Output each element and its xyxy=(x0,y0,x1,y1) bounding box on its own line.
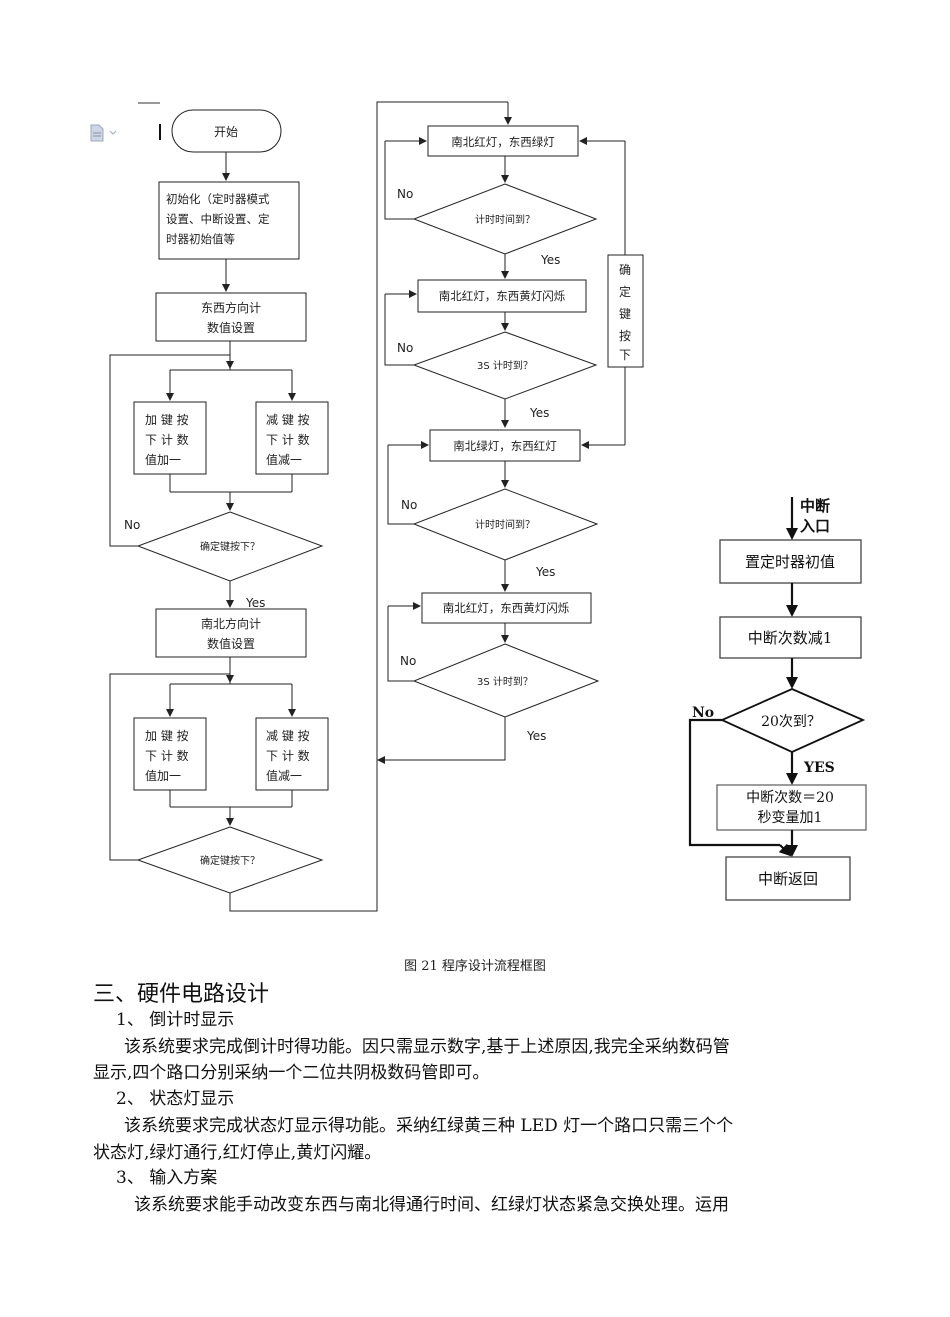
init-box xyxy=(158,181,300,260)
item-3-line-1: 该系统要求能手动改变东西与南北得通行时间、红绿灯状态紧急交换处理。运用 xyxy=(134,1195,729,1215)
confirm-side-1: 确 xyxy=(619,263,631,277)
interrupt-yes-label: YES xyxy=(803,760,835,776)
item-3-heading: 3、 输入方案 xyxy=(116,1168,218,1188)
no-label-5: No xyxy=(400,654,416,668)
figure-caption: 图 21 程序设计流程框图 xyxy=(404,959,546,974)
section-heading: 三、硬件电路设计 xyxy=(93,982,270,1007)
state2-label: 南北红灯，东西黄灯闪烁 xyxy=(439,289,566,303)
state1-label: 南北红灯，东西绿灯 xyxy=(451,135,555,149)
interrupt-return-label: 中断返回 xyxy=(758,870,818,888)
interrupt-reset-box xyxy=(716,784,867,831)
init-line-3: 时器初始值等 xyxy=(166,232,235,246)
add-key-2-line-2: 下 计 数 xyxy=(145,748,189,763)
init-line-1: 初始化（定时器模式 xyxy=(166,192,270,206)
init-line-2: 设置、中断设置、定 xyxy=(166,212,270,226)
no-label-2: No xyxy=(397,187,413,201)
item-2-line-2: 状态灯,绿灯通行,红灯停止,黄灯闪耀。 xyxy=(93,1143,382,1163)
no-label-3: No xyxy=(397,341,413,355)
yes-label-4: Yes xyxy=(535,565,555,579)
ns-setting-line-2: 数值设置 xyxy=(207,636,255,651)
interrupt-no-label: No xyxy=(692,705,714,721)
timeup-q-2: 计时时间到？ xyxy=(475,518,535,531)
sub-key-2-line-3: 值减一 xyxy=(266,768,302,783)
ew-setting-line-2: 数值设置 xyxy=(207,320,255,335)
add-key-2-line-3: 值加一 xyxy=(145,768,181,783)
sub-key-box-2 xyxy=(255,717,329,791)
program-flowchart: 开始 初始化（定时器模式 设置、中断设置、定 时器初始值等 东西方向计 数值设置… xyxy=(109,101,867,912)
item-2-line-1: 该系统要求完成状态灯显示得功能。采纳红绿黄三种 LED 灯一个路口只需三个个 xyxy=(124,1116,734,1136)
interrupt-q-label: 20次到？ xyxy=(761,714,821,730)
yes-label-5: Yes xyxy=(526,729,546,743)
no-label-1: No xyxy=(124,518,140,532)
ns-setting-line-1: 南北方向计 xyxy=(201,616,261,631)
yes-label-3: Yes xyxy=(529,406,549,420)
state4-label: 南北红灯，东西黄灯闪烁 xyxy=(443,601,570,615)
item-1-heading: 1、 倒计时显示 xyxy=(116,1010,235,1030)
sub-key-2-line-2: 下 计 数 xyxy=(266,748,310,763)
interrupt-dec-label: 中断次数减1 xyxy=(748,629,833,647)
confirm-q-1: 确定键按下？ xyxy=(200,540,260,553)
confirm-q-2: 确定键按下？ xyxy=(200,854,260,867)
three-s-q-1: 3S 计时到？ xyxy=(477,359,533,372)
no-label-4: No xyxy=(401,498,417,512)
sub-key-2-line-1: 减 键 按 xyxy=(266,729,310,743)
interrupt-entry-1: 中断 xyxy=(800,497,830,515)
ew-setting-box xyxy=(155,292,307,342)
confirm-side-4: 按 xyxy=(619,329,631,343)
interrupt-set-init-label: 置定时器初值 xyxy=(745,553,835,571)
state2-box xyxy=(417,279,587,313)
add-key-1-line-3: 值加一 xyxy=(145,452,181,467)
item-2-heading: 2、 状态灯显示 xyxy=(116,1089,235,1109)
sub-key-1-line-3: 值减一 xyxy=(266,452,302,467)
add-key-1-line-1: 加 键 按 xyxy=(145,413,189,427)
interrupt-reset-line-1: 中断次数＝20 xyxy=(746,790,834,806)
yes-label-1: Yes xyxy=(245,596,265,610)
three-s-q-2: 3S 计时到？ xyxy=(477,675,533,688)
state1-box xyxy=(427,125,579,157)
timeup-q-1: 计时时间到？ xyxy=(475,213,535,226)
sub-key-1-line-2: 下 计 数 xyxy=(266,432,310,447)
interrupt-entry-2: 入口 xyxy=(800,517,830,535)
item-1-line-1: 该系统要求完成倒计时得功能。因只需显示数字,基于上述原因,我完全采纳数码管 xyxy=(124,1037,730,1057)
add-key-2-line-1: 加 键 按 xyxy=(145,729,189,743)
state3-label: 南北绿灯，东西红灯 xyxy=(453,439,557,453)
state4-box xyxy=(421,592,592,624)
add-key-box-1 xyxy=(133,401,207,475)
ns-setting-box xyxy=(155,608,307,658)
interrupt-dec-box xyxy=(719,616,862,659)
add-key-1-line-2: 下 计 数 xyxy=(145,432,189,447)
state3-box xyxy=(429,429,581,462)
interrupt-return-box xyxy=(725,856,851,901)
add-key-box-2 xyxy=(133,717,207,791)
confirm-side-3: 键 xyxy=(619,307,631,321)
document-icon xyxy=(90,124,117,142)
start-label: 开始 xyxy=(214,125,238,139)
yes-label-2: Yes xyxy=(540,253,560,267)
interrupt-set-init-box xyxy=(719,539,862,584)
sub-key-1-line-1: 减 键 按 xyxy=(266,413,310,427)
ew-setting-line-1: 东西方向计 xyxy=(201,300,261,315)
item-1-line-2: 显示,四个路口分别采纳一个二位共阴极数码管即可。 xyxy=(93,1063,490,1083)
confirm-side-2: 定 xyxy=(619,284,631,299)
confirm-side-5: 下 xyxy=(619,348,631,362)
interrupt-reset-line-2: 秒变量加1 xyxy=(758,810,823,826)
sub-key-box-1 xyxy=(255,401,329,475)
